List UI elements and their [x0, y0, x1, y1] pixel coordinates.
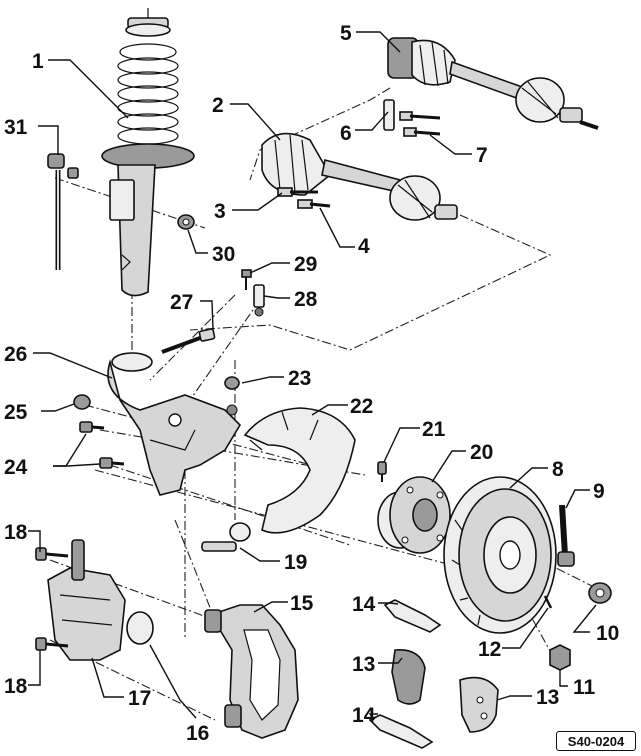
callout-25: 25	[4, 401, 28, 424]
callout-17: 17	[128, 687, 151, 710]
bolts-28-29	[241, 269, 265, 317]
callout-30: 30	[212, 243, 235, 266]
bolt-12	[543, 595, 553, 609]
callout-21: 21	[422, 418, 446, 441]
callout-20: 20	[470, 441, 493, 464]
callout-28: 28	[294, 288, 318, 311]
callout-4: 4	[358, 235, 370, 258]
brake-pads	[391, 649, 499, 733]
callout-15: 15	[290, 592, 314, 615]
driveshaft-front	[261, 132, 458, 221]
callout-31: 31	[4, 116, 28, 139]
callout-23: 23	[288, 367, 311, 390]
callout-26: 26	[4, 343, 27, 366]
callout-2: 2	[212, 94, 224, 117]
callout-10: 10	[596, 622, 619, 645]
wheel-bearing-housing	[107, 352, 242, 496]
brake-disc	[443, 476, 557, 634]
nut-25	[73, 394, 91, 410]
splash-plate	[243, 407, 356, 534]
bush-10	[588, 582, 612, 604]
callout-13a: 13	[352, 653, 375, 676]
wheel-hub	[377, 476, 451, 554]
callout-5: 5	[340, 22, 352, 45]
callout-7: 7	[476, 144, 488, 167]
bolt-21	[377, 461, 387, 482]
callout-3: 3	[214, 200, 226, 223]
callout-27: 27	[170, 291, 193, 314]
strut-assembly	[101, 8, 195, 297]
plate-and-bolts-6-7	[383, 99, 441, 137]
leader-lines	[28, 31, 597, 721]
bolts-24	[79, 421, 125, 469]
callout-6: 6	[340, 122, 352, 145]
coupling-rod	[47, 153, 79, 270]
bolts-3-4	[277, 187, 331, 209]
callout-16: 16	[186, 722, 209, 745]
callout-14a: 14	[352, 593, 376, 616]
bolt-9	[557, 504, 575, 567]
callout-18b: 18	[4, 675, 28, 698]
callout-14b: 14	[352, 704, 376, 727]
callout-8: 8	[552, 458, 564, 481]
callout-12: 12	[478, 638, 501, 661]
callout-18a: 18	[4, 521, 28, 544]
callout-19: 19	[284, 551, 307, 574]
pad-clips	[368, 599, 442, 749]
ball-joint-19	[201, 522, 251, 552]
cap-16	[126, 611, 154, 645]
callout-13b: 13	[536, 686, 559, 709]
drawing-reference-code: S40-0204	[556, 731, 636, 751]
brake-carrier	[204, 604, 299, 739]
bolts-18	[35, 547, 69, 651]
callout-29: 29	[294, 253, 317, 276]
driveshaft-rear	[387, 37, 599, 130]
callout-11: 11	[573, 676, 596, 699]
brake-caliper	[47, 539, 126, 661]
callout-labels: 1 2 3 4 5 6 7 8 9 10 11 12 13 13 14 14 1…	[4, 22, 619, 745]
nut-30	[177, 214, 195, 230]
callout-1: 1	[32, 50, 44, 73]
callout-9: 9	[593, 480, 605, 503]
callout-24: 24	[4, 456, 28, 479]
cap-11	[549, 644, 571, 671]
bolt-27	[161, 328, 216, 354]
callout-22: 22	[350, 395, 373, 418]
nut-23	[224, 376, 240, 390]
